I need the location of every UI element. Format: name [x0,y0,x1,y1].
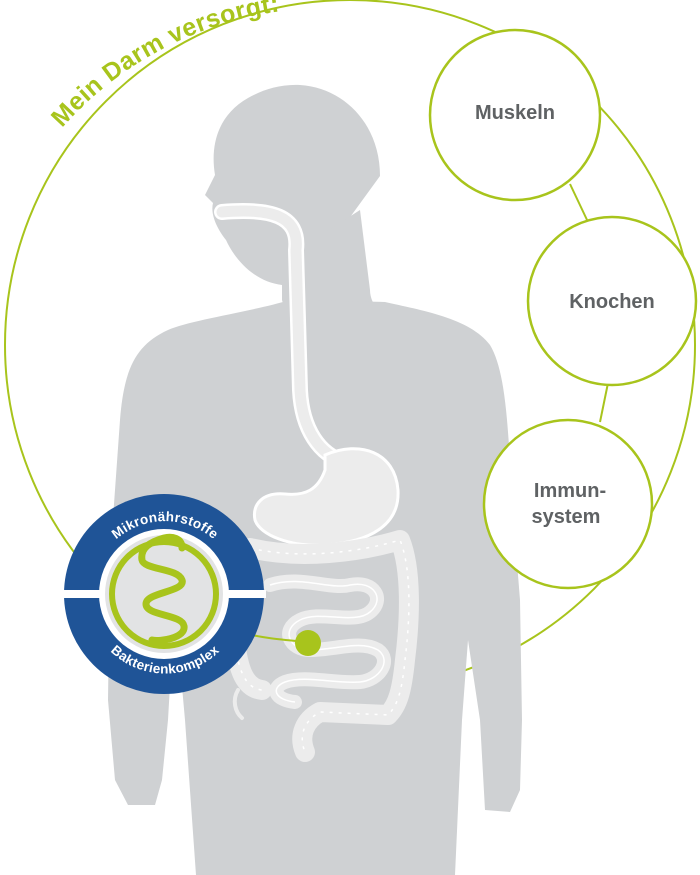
node-immunsystem: Immun- system [482,418,654,590]
connector-knochen-immunsystem [599,382,609,423]
node-muskeln-label: Muskeln [475,102,555,124]
node-immunsystem-label-line2: system [532,506,601,528]
gut-badge: Mikronährstoffe Bakterienkomplex [62,494,266,694]
body-silhouette [108,84,522,875]
connector-muskeln-knochen [569,183,589,223]
intestine-marker-dot [295,630,321,656]
node-muskeln: Muskeln [428,28,602,202]
intestine-icon [138,533,188,644]
node-knochen: Knochen [526,215,698,387]
node-knochen-label: Knochen [569,291,655,313]
node-immunsystem-label-line1: Immun- [534,480,606,502]
